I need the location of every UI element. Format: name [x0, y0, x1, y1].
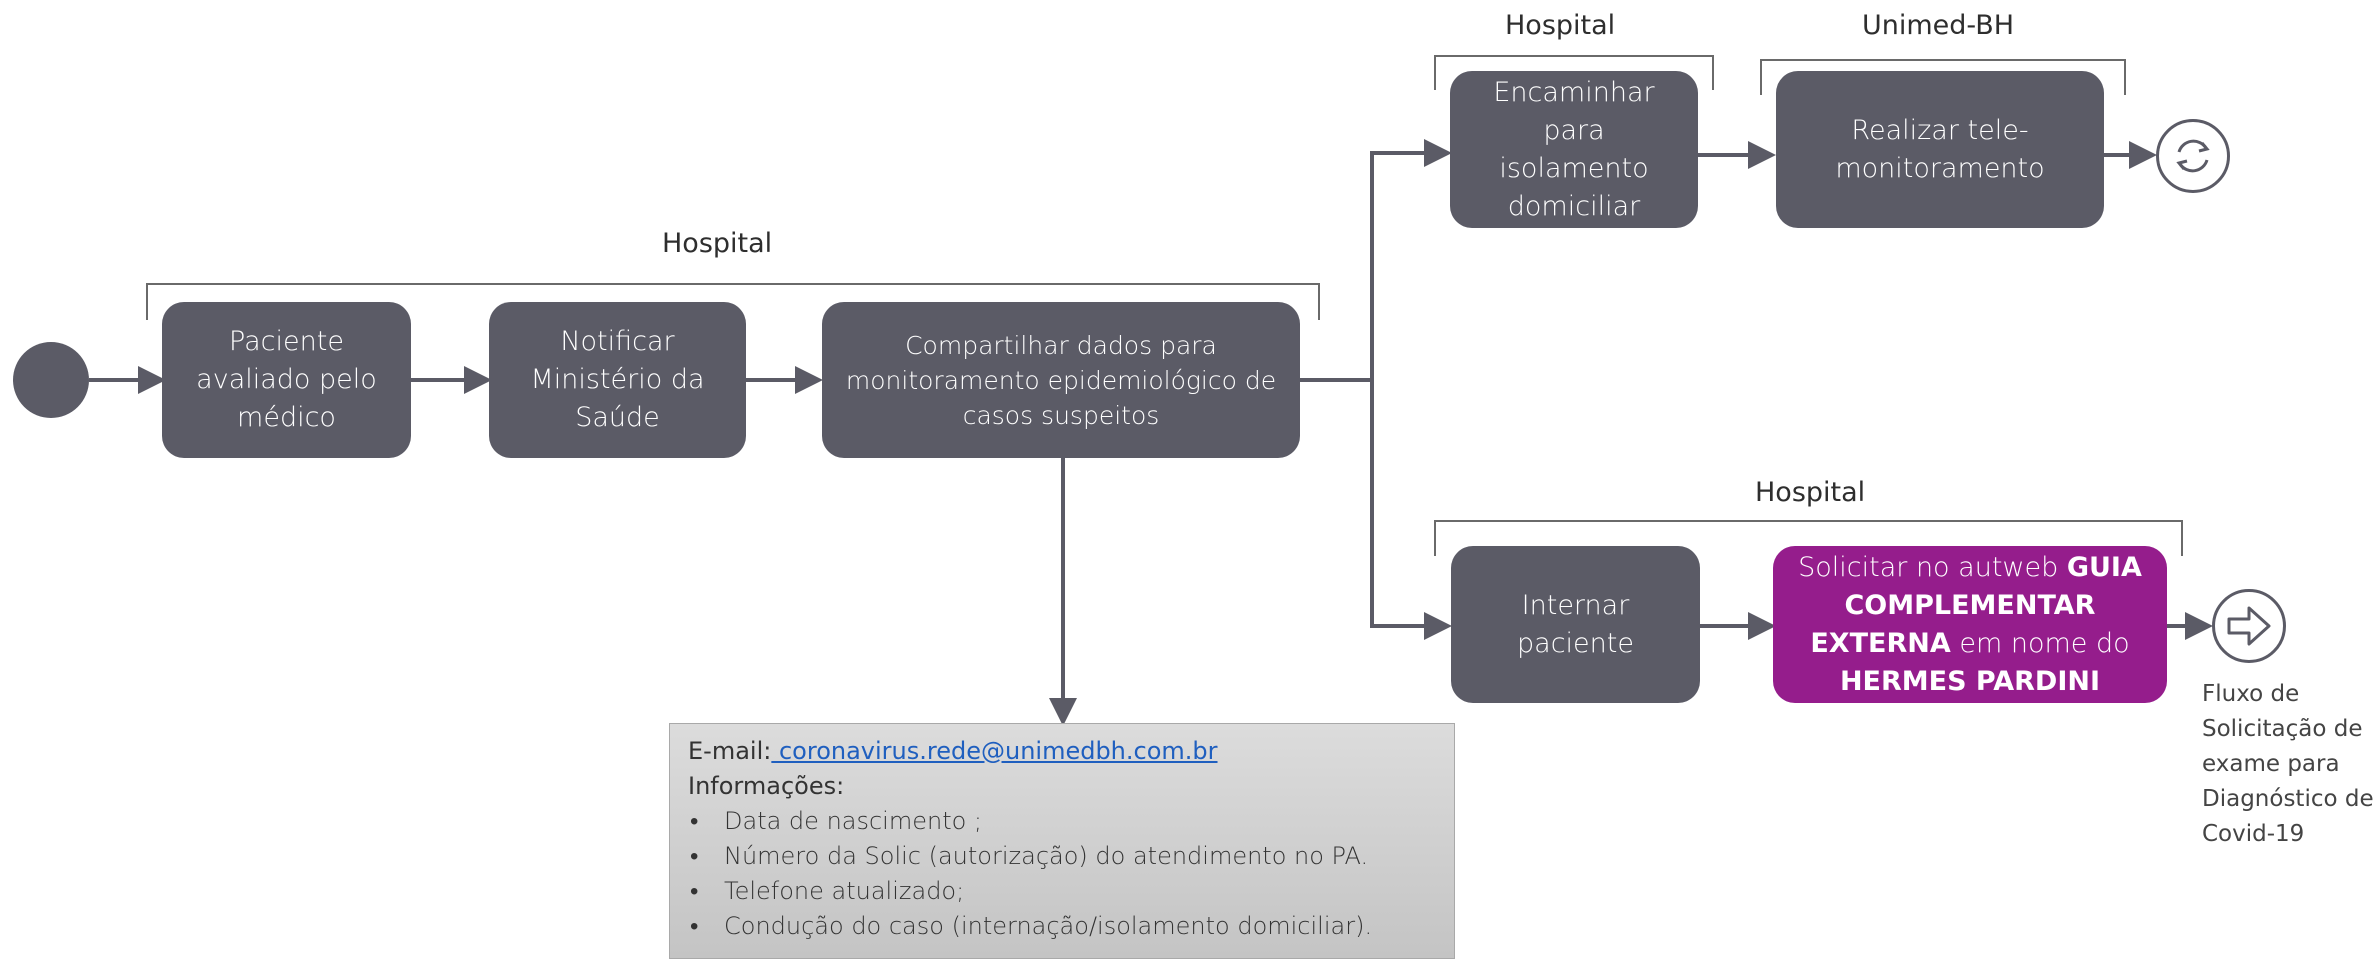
- caption-line: Covid-19: [2202, 821, 2305, 847]
- step-label-line: domiciliar: [1507, 190, 1641, 222]
- text-normal: Solicitar no autweb: [1798, 551, 2067, 583]
- step-label-line: Internar: [1521, 589, 1630, 621]
- list-item: Data de nascimento ;: [688, 804, 1436, 839]
- step-label-line: Ministério da: [530, 364, 705, 395]
- step-label-line: Saúde: [575, 402, 660, 433]
- step-solicitar-guia-complementar: Solicitar no autweb GUIA COMPLEMENTAR EX…: [1773, 546, 2167, 703]
- step-label-line: Realizar tele-: [1851, 114, 2029, 146]
- text-bold: EXTERNA: [1810, 627, 1951, 659]
- info-list: Data de nascimento ; Número da Solic (au…: [688, 804, 1436, 944]
- step-label-line: isolamento: [1499, 152, 1649, 184]
- text-bold: HERMES PARDINI: [1839, 665, 2101, 697]
- caption-line: Solicitação de: [2202, 716, 2363, 742]
- list-item: Telefone atualizado;: [688, 874, 1436, 909]
- bracket-hospital-bottom: [1434, 520, 2183, 556]
- list-item: Condução do caso (internação/isolamento …: [688, 909, 1436, 944]
- caption-line: exame para: [2202, 751, 2340, 777]
- step-label-line: HERMES PARDINI: [1798, 663, 2142, 701]
- bracket-hospital-top: [1434, 55, 1714, 90]
- step-label-line: Solicitar no autweb GUIA: [1798, 549, 2142, 587]
- step-label-line: Encaminhar: [1493, 76, 1655, 108]
- step-internar-paciente: Internar paciente: [1451, 546, 1700, 703]
- refresh-icon: [2156, 119, 2230, 193]
- step-label-line: Notificar: [560, 326, 675, 357]
- bracket-hospital-main: [146, 283, 1320, 320]
- step-label-line: EXTERNA em nome do: [1798, 625, 2142, 663]
- step-paciente-avaliado: Paciente avaliado pelo médico: [162, 302, 411, 458]
- lane-label-hospital-bottom: Hospital: [1755, 477, 1866, 508]
- step-label-line: paciente: [1517, 627, 1634, 659]
- lane-label-unimed: Unimed-BH: [1862, 10, 2015, 41]
- step-label-line: COMPLEMENTAR: [1798, 587, 2142, 625]
- text-bold: COMPLEMENTAR: [1844, 589, 2096, 621]
- next-flow-caption: Fluxo de Solicitação de exame para Diagn…: [2202, 677, 2377, 852]
- step-label-line: casos suspeitos: [962, 400, 1160, 430]
- step-label-line: Compartilhar dados para: [905, 330, 1217, 360]
- list-item: Número da Solic (autorização) do atendim…: [688, 839, 1436, 874]
- email-label: E-mail:: [688, 737, 772, 765]
- arrow-right-icon: [2212, 589, 2286, 663]
- step-realizar-telemonitoramento: Realizar tele- monitoramento: [1776, 71, 2104, 228]
- arrow-branch-to-encaminhar: [1370, 139, 1452, 380]
- step-label-line: monitoramento epidemiológico de: [845, 365, 1277, 395]
- step-compartilhar-dados: Compartilhar dados para monitoramento ep…: [822, 302, 1300, 458]
- step-label-line: avaliado pelo: [196, 364, 377, 395]
- arrow-branch-to-internar: [1370, 380, 1452, 640]
- lane-label-hospital-top: Hospital: [1505, 10, 1616, 41]
- step-encaminhar-isolamento: Encaminhar para isolamento domiciliar: [1450, 71, 1698, 228]
- bracket-unimed: [1760, 59, 2126, 95]
- text-normal: em nome do: [1950, 627, 2130, 659]
- email-link[interactable]: coronavirus.rede@unimedbh.com.br: [771, 737, 1218, 765]
- info-heading: Informações:: [688, 772, 845, 800]
- step-label-line: para: [1543, 114, 1605, 146]
- start-node: [13, 342, 89, 418]
- text-bold: GUIA: [2066, 551, 2142, 583]
- step-label-line: Paciente: [229, 326, 344, 357]
- step-notificar-ministerio: Notificar Ministério da Saúde: [489, 302, 746, 458]
- lane-label-hospital-main: Hospital: [662, 228, 773, 259]
- caption-line: Diagnóstico de: [2202, 786, 2374, 812]
- email-row: E-mail: coronavirus.rede@unimedbh.com.br: [688, 734, 1436, 769]
- caption-line: Fluxo de: [2202, 681, 2300, 707]
- step-label-line: médico: [237, 402, 336, 433]
- step-label-line: monitoramento: [1835, 152, 2045, 184]
- info-note: E-mail: coronavirus.rede@unimedbh.com.br…: [669, 723, 1455, 959]
